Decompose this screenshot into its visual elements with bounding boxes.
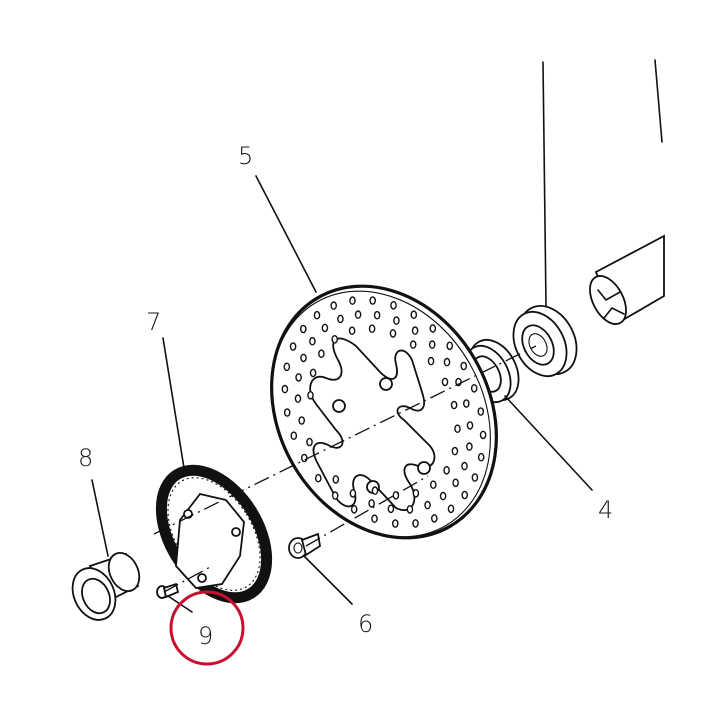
disc-hole xyxy=(412,488,420,498)
disc-hole xyxy=(430,514,438,523)
disc-hole xyxy=(283,362,291,372)
disc-screw-part-6 xyxy=(288,532,321,559)
spacer-part-8 xyxy=(71,552,141,621)
disc-hole xyxy=(290,431,298,441)
disc-hole xyxy=(466,442,473,451)
disc-hole xyxy=(428,340,436,349)
bearing-part xyxy=(512,61,578,377)
disc-hole xyxy=(306,437,313,447)
disc-hole xyxy=(368,324,376,334)
disc-hole xyxy=(337,314,344,324)
disc-hole xyxy=(412,519,419,528)
disc-hole xyxy=(461,461,468,471)
callout-6: 6 xyxy=(358,610,373,638)
assembly-axis-lines xyxy=(153,345,537,593)
disc-hole xyxy=(477,407,485,416)
disc-hole xyxy=(349,296,356,305)
disc-hole xyxy=(332,475,340,484)
disc-hole xyxy=(462,399,470,408)
disc-perforation-holes xyxy=(281,296,487,528)
disc-hole xyxy=(348,326,356,336)
disc-hole xyxy=(299,324,307,334)
disc-hole xyxy=(427,356,435,366)
callout-4: 4 xyxy=(598,496,613,524)
disc-hole xyxy=(373,310,381,320)
tone-ring-part-7 xyxy=(155,464,273,604)
disc-hole xyxy=(289,342,297,351)
highlight-circle xyxy=(169,590,245,666)
disc-hole xyxy=(443,465,450,475)
disc-hole xyxy=(470,383,478,393)
disc-hole xyxy=(318,349,325,359)
disc-hole xyxy=(313,310,321,320)
disc-hole xyxy=(330,301,338,310)
disc-hole xyxy=(294,394,302,403)
disc-hole xyxy=(406,505,414,514)
callout-9: 9 xyxy=(198,622,213,650)
disc-hole xyxy=(479,430,487,440)
disc-hole xyxy=(298,416,306,425)
callout-7: 7 xyxy=(146,308,161,336)
disc-hole xyxy=(450,400,458,410)
disc-hole xyxy=(452,478,459,488)
disc-hole xyxy=(446,341,454,351)
disc-hole xyxy=(477,452,485,462)
disc-hole xyxy=(309,368,317,378)
disc-hole xyxy=(409,340,417,349)
disc-hole xyxy=(371,514,378,524)
disc-hole xyxy=(309,336,316,346)
disc-hole xyxy=(451,446,459,456)
disc-hole xyxy=(321,323,329,333)
disc-hole xyxy=(314,473,322,483)
disc-hole xyxy=(391,519,399,528)
disc-hole xyxy=(411,326,419,335)
disc-hole xyxy=(390,300,397,310)
disc-hole xyxy=(283,408,291,417)
tone-ring-screw-part-9 xyxy=(156,582,180,599)
disc-hole xyxy=(447,504,455,514)
brake-disc-part-5 xyxy=(270,284,498,540)
disc-hole xyxy=(393,316,400,325)
callout-5: 5 xyxy=(238,142,253,170)
disc-hole xyxy=(461,490,469,500)
disc-hole xyxy=(460,361,468,371)
disc-hole xyxy=(410,310,418,320)
disc-hole xyxy=(471,473,479,482)
disc-hole xyxy=(387,504,395,514)
disc-hole xyxy=(307,390,314,400)
callout-8: 8 xyxy=(78,444,93,472)
disc-hole xyxy=(354,310,362,319)
disc-hole xyxy=(300,353,307,363)
disc-hole xyxy=(368,499,375,508)
disc-hole xyxy=(369,296,377,305)
disc-hole xyxy=(389,329,397,338)
leader-lines xyxy=(91,175,593,613)
disc-hole xyxy=(281,384,289,394)
disc-hole xyxy=(300,453,308,463)
disc-hole xyxy=(349,489,357,498)
disc-hole xyxy=(429,324,437,333)
disc-hole xyxy=(454,424,461,434)
disc-hole xyxy=(424,500,431,510)
disc-hole xyxy=(295,373,302,382)
disc-hole xyxy=(331,334,339,344)
disc-hole xyxy=(466,421,474,430)
disc-hole xyxy=(331,491,339,500)
disc-hole xyxy=(429,480,437,490)
disc-hole xyxy=(371,486,379,495)
disc-hole xyxy=(443,357,451,367)
disc-hole xyxy=(439,491,447,501)
disc-hole xyxy=(441,377,449,387)
disc-hole xyxy=(350,504,358,514)
axle-tube xyxy=(589,59,665,326)
